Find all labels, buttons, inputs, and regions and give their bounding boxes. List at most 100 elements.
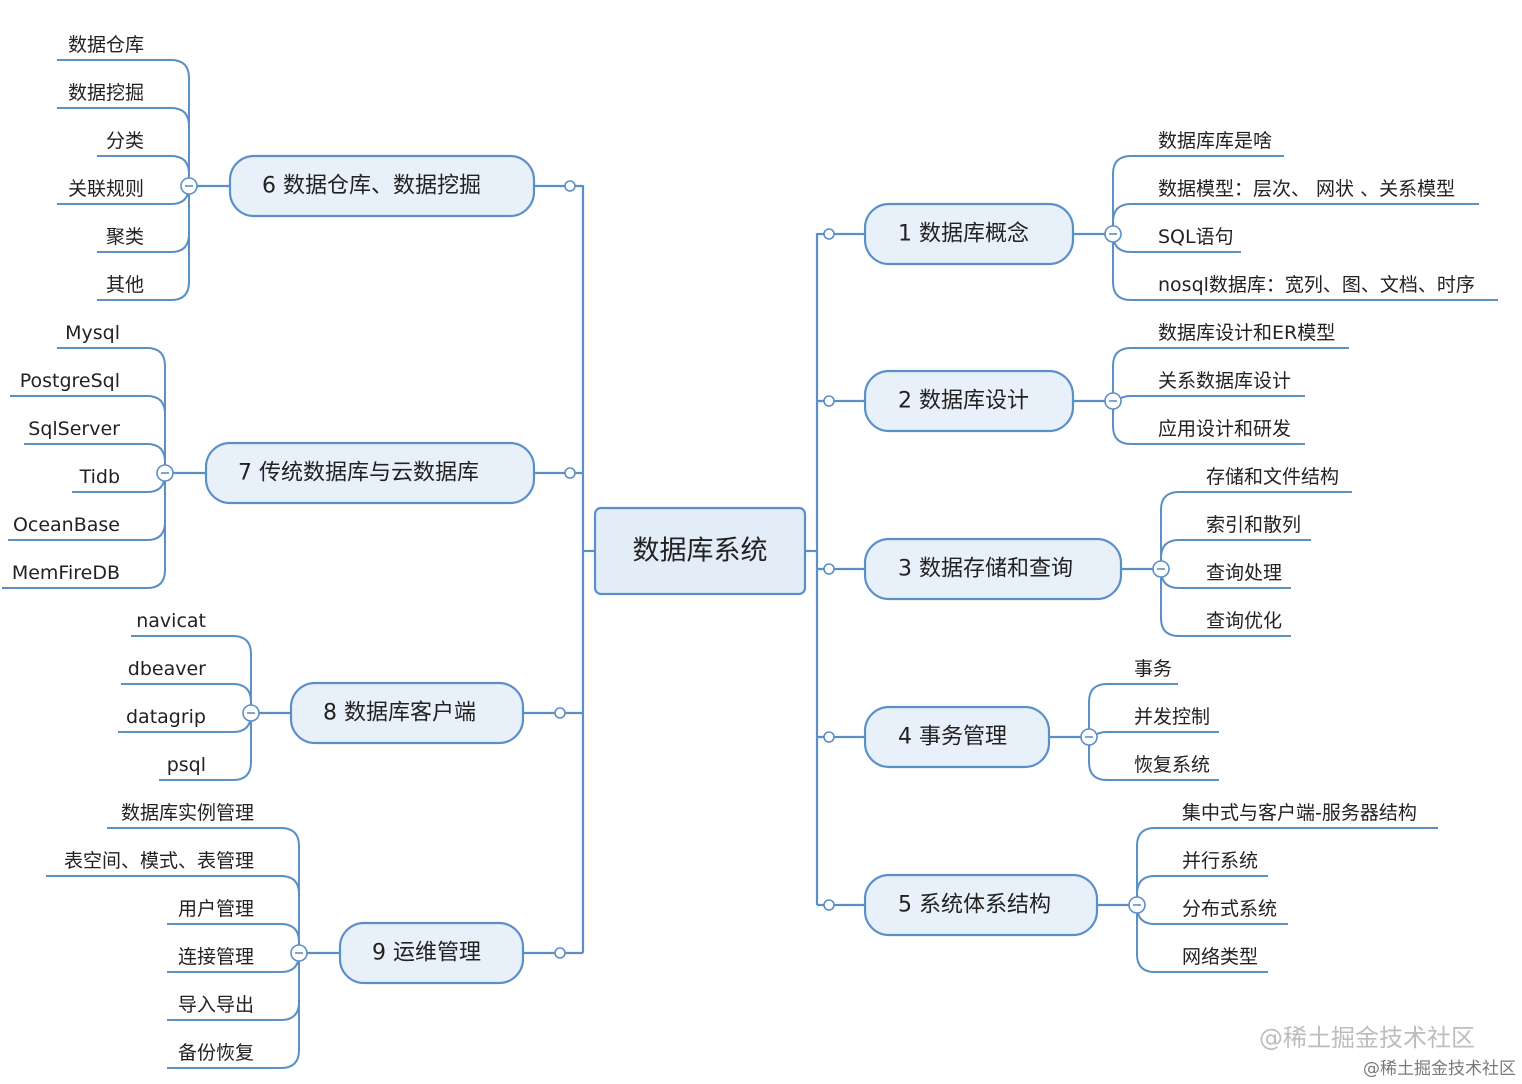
child-edge [107, 827, 300, 953]
child-edge [1160, 491, 1352, 569]
collapse-toggle-b8[interactable] [242, 704, 260, 722]
child-label: 数据仓库 [68, 34, 144, 56]
child-edge [121, 683, 252, 713]
child-label: 集中式与客户端-服务器结构 [1182, 802, 1417, 824]
child-edge [46, 875, 300, 953]
collapse-toggle-b3[interactable] [1152, 560, 1170, 578]
branch-node-b3[interactable]: 3 数据存储和查询 [863, 537, 1123, 601]
child-edge [97, 186, 190, 301]
collapse-toggle-b7[interactable] [156, 464, 174, 482]
child-edge [1112, 203, 1479, 234]
watermark-large: @稀土掘金技术社区 [1259, 1024, 1475, 1052]
child-label: SqlServer [28, 418, 120, 440]
child-label: 存储和文件结构 [1206, 466, 1339, 488]
branch-node-b9[interactable]: 9 运维管理 [338, 921, 525, 985]
watermark-small: @稀土掘金技术社区 [1363, 1059, 1516, 1079]
child-edge [1160, 539, 1311, 569]
branch-label: 5 系统体系结构 [898, 893, 1051, 918]
child-label: datagrip [126, 706, 206, 728]
connector-dot-b8 [554, 707, 566, 719]
child-edge [1088, 683, 1178, 737]
root-node[interactable]: 数据库系统 [593, 506, 807, 596]
connector-dot-b6 [564, 180, 576, 192]
child-label: 并行系统 [1182, 850, 1258, 872]
branch-label: 7 传统数据库与云数据库 [238, 461, 479, 486]
child-label: 应用设计和研发 [1158, 418, 1291, 440]
child-edge [97, 155, 190, 186]
branch-label: 9 运维管理 [372, 941, 481, 966]
child-label: 分类 [106, 130, 144, 152]
connector-dot-b4 [823, 731, 835, 743]
branch-node-b5[interactable]: 5 系统体系结构 [863, 873, 1099, 937]
child-label: 分布式系统 [1182, 898, 1277, 920]
collapse-toggle-b2[interactable] [1104, 392, 1122, 410]
child-label: 表空间、模式、表管理 [64, 850, 254, 872]
connector-dot-b1 [823, 228, 835, 240]
child-edge [1112, 401, 1305, 445]
child-edge [131, 635, 252, 713]
child-label: 数据库库是啥 [1158, 130, 1272, 152]
child-label: 索引和散列 [1206, 514, 1301, 536]
child-label: nosql数据库：宽列、图、文档、时序 [1158, 274, 1475, 296]
child-label: 查询优化 [1206, 610, 1282, 632]
connector-dot-b5 [823, 899, 835, 911]
child-edge [1160, 569, 1291, 637]
child-edge [167, 953, 300, 1069]
child-edge [57, 107, 190, 186]
child-label: PostgreSql [20, 370, 120, 392]
child-edge [2, 473, 166, 589]
branch-label: 2 数据库设计 [898, 389, 1029, 414]
branch-label: 8 数据库客户端 [323, 701, 476, 726]
root-label: 数据库系统 [633, 536, 768, 567]
child-label: 连接管理 [178, 946, 254, 968]
child-edge [57, 347, 166, 473]
child-edge [159, 713, 252, 781]
child-label: 查询处理 [1206, 562, 1282, 584]
connector-dot-b2 [823, 395, 835, 407]
child-label: 关系数据库设计 [1158, 370, 1291, 392]
collapse-toggle-b4[interactable] [1080, 728, 1098, 746]
branch-label: 1 数据库概念 [898, 222, 1029, 247]
collapse-toggle-b1[interactable] [1104, 225, 1122, 243]
child-label: 数据库设计和ER模型 [1158, 322, 1335, 344]
child-label: navicat [136, 610, 206, 632]
child-label: 其他 [106, 274, 144, 296]
child-label: SQL语句 [1158, 226, 1234, 248]
collapse-toggle-b6[interactable] [180, 177, 198, 195]
collapse-toggle-b5[interactable] [1128, 896, 1146, 914]
child-edge [1136, 875, 1268, 905]
branch-node-b6[interactable]: 6 数据仓库、数据挖掘 [228, 154, 536, 218]
child-label: 数据挖掘 [68, 82, 144, 104]
child-edge [1136, 905, 1268, 973]
child-edge [1088, 737, 1219, 781]
child-label: 关联规则 [68, 178, 144, 200]
child-label: 恢复系统 [1134, 754, 1210, 776]
child-edge [1112, 395, 1305, 415]
branch-label: 3 数据存储和查询 [898, 557, 1073, 582]
collapse-toggle-b9[interactable] [290, 944, 308, 962]
child-edge [167, 923, 300, 953]
branch-node-b7[interactable]: 7 传统数据库与云数据库 [204, 441, 536, 505]
child-edge [57, 59, 190, 186]
child-label: Mysql [65, 322, 120, 344]
child-label: 用户管理 [178, 898, 254, 920]
child-edge [1112, 155, 1284, 234]
branch-node-b2[interactable]: 2 数据库设计 [863, 369, 1075, 433]
child-label: dbeaver [128, 658, 206, 680]
connector-dot-b3 [823, 563, 835, 575]
child-edge [24, 443, 166, 473]
child-label: OceanBase [13, 514, 120, 536]
branch-label: 4 事务管理 [898, 725, 1007, 750]
child-edge [1088, 731, 1219, 751]
child-label: 网络类型 [1182, 946, 1258, 968]
branch-label: 6 数据仓库、数据挖掘 [262, 174, 481, 199]
connector-dot-b9 [554, 947, 566, 959]
child-label: 并发控制 [1134, 706, 1210, 728]
branch-node-b8[interactable]: 8 数据库客户端 [289, 681, 525, 745]
child-label: 数据库实例管理 [121, 802, 254, 824]
branch-node-b4[interactable]: 4 事务管理 [863, 705, 1051, 769]
child-label: 备份恢复 [178, 1042, 254, 1064]
branch-node-b1[interactable]: 1 数据库概念 [863, 202, 1075, 266]
